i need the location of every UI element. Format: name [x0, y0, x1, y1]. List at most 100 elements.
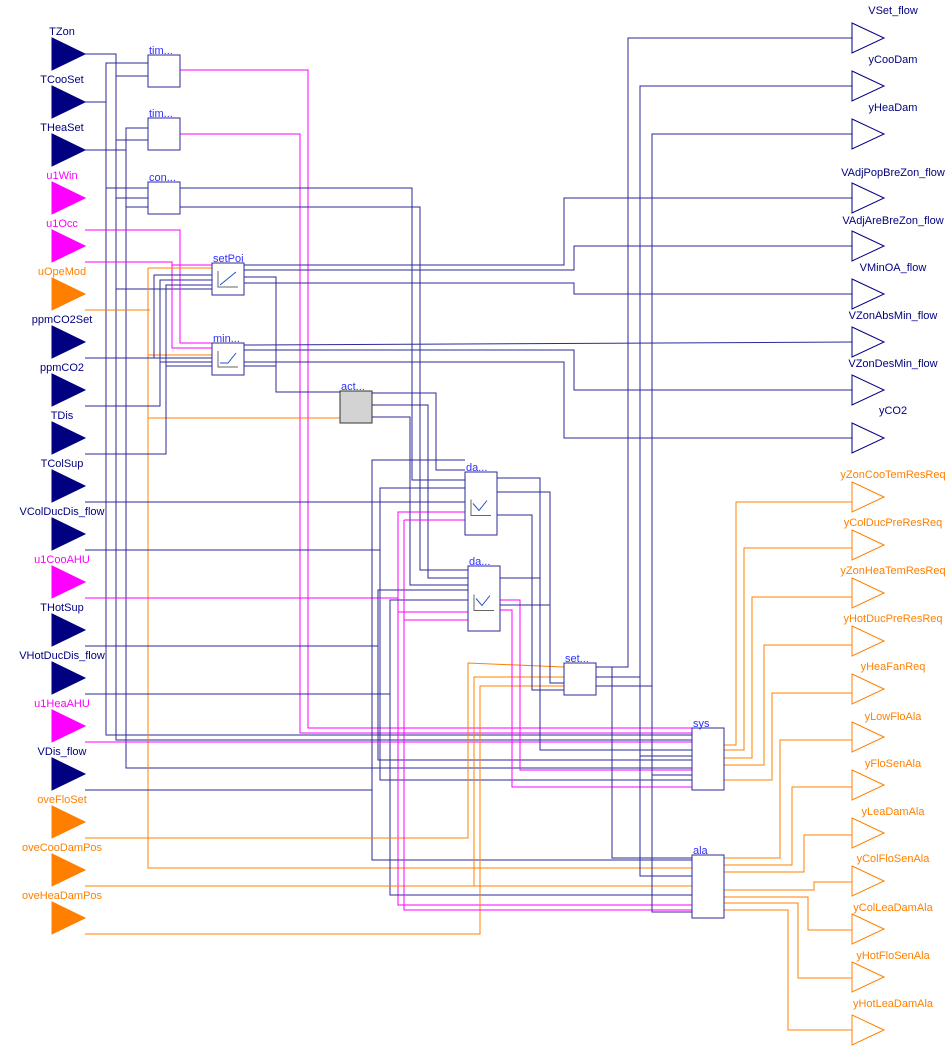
- block-box[interactable]: [339, 390, 373, 424]
- output-triangle-icon[interactable]: [851, 230, 886, 262]
- output-triangle-icon[interactable]: [851, 1014, 886, 1046]
- output-triangle-icon[interactable]: [851, 326, 886, 358]
- input-ppmCO2[interactable]: ppmCO2: [40, 362, 87, 407]
- input-triangle-icon[interactable]: [51, 469, 87, 503]
- output-yHeaDam[interactable]: yHeaDam: [851, 102, 917, 150]
- output-yColDucPreResReq[interactable]: yColDucPreResReq: [844, 517, 942, 561]
- output-VSet_flow[interactable]: VSet_flow: [851, 5, 918, 54]
- input-oveCooDamPos[interactable]: oveCooDamPos: [22, 842, 103, 887]
- output-triangle-icon[interactable]: [851, 118, 886, 150]
- input-triangle-icon[interactable]: [51, 709, 87, 743]
- output-yColFloSenAla[interactable]: yColFloSenAla: [851, 853, 930, 897]
- input-triangle-icon[interactable]: [51, 805, 87, 839]
- output-triangle-icon[interactable]: [851, 817, 886, 849]
- output-triangle-icon[interactable]: [851, 721, 886, 753]
- block-act-5[interactable]: act...: [339, 381, 373, 424]
- block-ala-10[interactable]: ala: [691, 845, 725, 919]
- block-con-2[interactable]: con...: [147, 172, 181, 215]
- block-tim-1[interactable]: tim...: [147, 108, 181, 151]
- output-yFloSenAla[interactable]: yFloSenAla: [851, 758, 922, 801]
- block-da-7[interactable]: da...: [467, 556, 501, 632]
- output-triangle-icon[interactable]: [851, 529, 886, 561]
- input-triangle-icon[interactable]: [51, 133, 87, 167]
- output-yHotFloSenAla[interactable]: yHotFloSenAla: [851, 950, 931, 993]
- input-triangle-icon[interactable]: [51, 613, 87, 647]
- input-TZon[interactable]: TZon: [49, 26, 87, 71]
- input-oveFloSet[interactable]: oveFloSet: [37, 794, 87, 839]
- output-yLowFloAla[interactable]: yLowFloAla: [851, 711, 922, 753]
- output-VZonAbsMin_flow[interactable]: VZonAbsMin_flow: [849, 310, 938, 358]
- output-triangle-icon[interactable]: [851, 70, 886, 102]
- output-yHeaFanReq[interactable]: yHeaFanReq: [851, 661, 925, 705]
- input-triangle-icon[interactable]: [51, 181, 87, 215]
- output-triangle-icon[interactable]: [851, 769, 886, 801]
- input-triangle-icon[interactable]: [51, 85, 87, 119]
- output-VMinOA_flow[interactable]: VMinOA_flow: [851, 262, 926, 310]
- block-box[interactable]: [464, 471, 498, 536]
- output-VZonDesMin_flow[interactable]: VZonDesMin_flow: [848, 358, 938, 406]
- input-u1Win[interactable]: u1Win: [46, 170, 87, 215]
- input-triangle-icon[interactable]: [51, 853, 87, 887]
- input-triangle-icon[interactable]: [51, 421, 87, 455]
- output-triangle-icon[interactable]: [851, 278, 886, 310]
- input-u1Occ[interactable]: u1Occ: [46, 218, 87, 263]
- block-min-4[interactable]: min...: [211, 333, 245, 376]
- block-box[interactable]: [147, 117, 181, 151]
- input-triangle-icon[interactable]: [51, 517, 87, 551]
- input-triangle-icon[interactable]: [51, 901, 87, 935]
- input-triangle-icon[interactable]: [51, 325, 87, 359]
- output-triangle-icon[interactable]: [851, 22, 886, 54]
- input-triangle-icon[interactable]: [51, 277, 87, 311]
- input-VDis_flow[interactable]: VDis_flow: [38, 746, 87, 791]
- output-triangle-icon[interactable]: [851, 481, 886, 513]
- input-triangle-icon[interactable]: [51, 565, 87, 599]
- output-triangle-icon[interactable]: [851, 577, 886, 609]
- output-triangle-icon[interactable]: [851, 182, 886, 214]
- input-TDis[interactable]: TDis: [51, 410, 87, 455]
- input-THotSup[interactable]: THotSup: [40, 602, 87, 647]
- input-triangle-icon[interactable]: [51, 37, 87, 71]
- block-setPoi-3[interactable]: setPoi: [211, 253, 245, 296]
- block-box[interactable]: [147, 181, 181, 215]
- input-triangle-icon[interactable]: [51, 757, 87, 791]
- output-yZonCooTemResReq[interactable]: yZonCooTemResReq: [840, 469, 946, 513]
- output-VAdjAreBreZon_flow[interactable]: VAdjAreBreZon_flow: [842, 215, 944, 262]
- output-yCO2[interactable]: yCO2: [851, 405, 907, 454]
- output-yZonHeaTemResReq[interactable]: yZonHeaTemResReq: [840, 565, 946, 609]
- input-VColDucDis_flow[interactable]: VColDucDis_flow: [20, 506, 105, 551]
- input-triangle-icon[interactable]: [51, 661, 87, 695]
- input-ppmCO2Set[interactable]: ppmCO2Set: [32, 314, 93, 359]
- input-VHotDucDis_flow[interactable]: VHotDucDis_flow: [19, 650, 105, 695]
- output-triangle-icon[interactable]: [851, 913, 886, 945]
- block-box[interactable]: [467, 565, 501, 632]
- input-triangle-icon[interactable]: [51, 373, 87, 407]
- output-triangle-icon[interactable]: [851, 673, 886, 705]
- output-triangle-icon[interactable]: [851, 961, 886, 993]
- input-triangle-icon[interactable]: [51, 229, 87, 263]
- output-triangle-icon[interactable]: [851, 865, 886, 897]
- input-u1CooAHU[interactable]: u1CooAHU: [34, 554, 90, 599]
- output-yHotLeaDamAla[interactable]: yHotLeaDamAla: [851, 998, 934, 1046]
- output-yColLeaDamAla[interactable]: yColLeaDamAla: [851, 902, 934, 945]
- block-box[interactable]: [691, 727, 725, 791]
- input-TColSup[interactable]: TColSup: [41, 458, 87, 503]
- output-yCooDam[interactable]: yCooDam: [851, 54, 917, 102]
- input-uOpeMod[interactable]: uOpeMod: [38, 266, 87, 311]
- input-oveHeaDamPos[interactable]: oveHeaDamPos: [22, 890, 103, 935]
- block-sys-9[interactable]: sys: [691, 718, 725, 791]
- input-TCooSet[interactable]: TCooSet: [40, 74, 87, 119]
- output-yLeaDamAla[interactable]: yLeaDamAla: [851, 806, 925, 849]
- output-yHotDucPreResReq[interactable]: yHotDucPreResReq: [843, 613, 943, 657]
- block-box[interactable]: [147, 54, 181, 88]
- output-triangle-icon[interactable]: [851, 374, 886, 406]
- input-u1HeaAHU[interactable]: u1HeaAHU: [34, 698, 90, 743]
- output-triangle-icon[interactable]: [851, 422, 886, 454]
- block-box[interactable]: [691, 854, 725, 919]
- output-VAdjPopBreZon_flow[interactable]: VAdjPopBreZon_flow: [841, 167, 945, 214]
- block-da-6[interactable]: da...: [464, 462, 498, 536]
- block-box[interactable]: [563, 662, 597, 696]
- block-tim-0[interactable]: tim...: [147, 45, 181, 88]
- block-box[interactable]: [211, 342, 245, 376]
- block-set-8[interactable]: set...: [563, 653, 597, 696]
- input-THeaSet[interactable]: THeaSet: [40, 122, 87, 167]
